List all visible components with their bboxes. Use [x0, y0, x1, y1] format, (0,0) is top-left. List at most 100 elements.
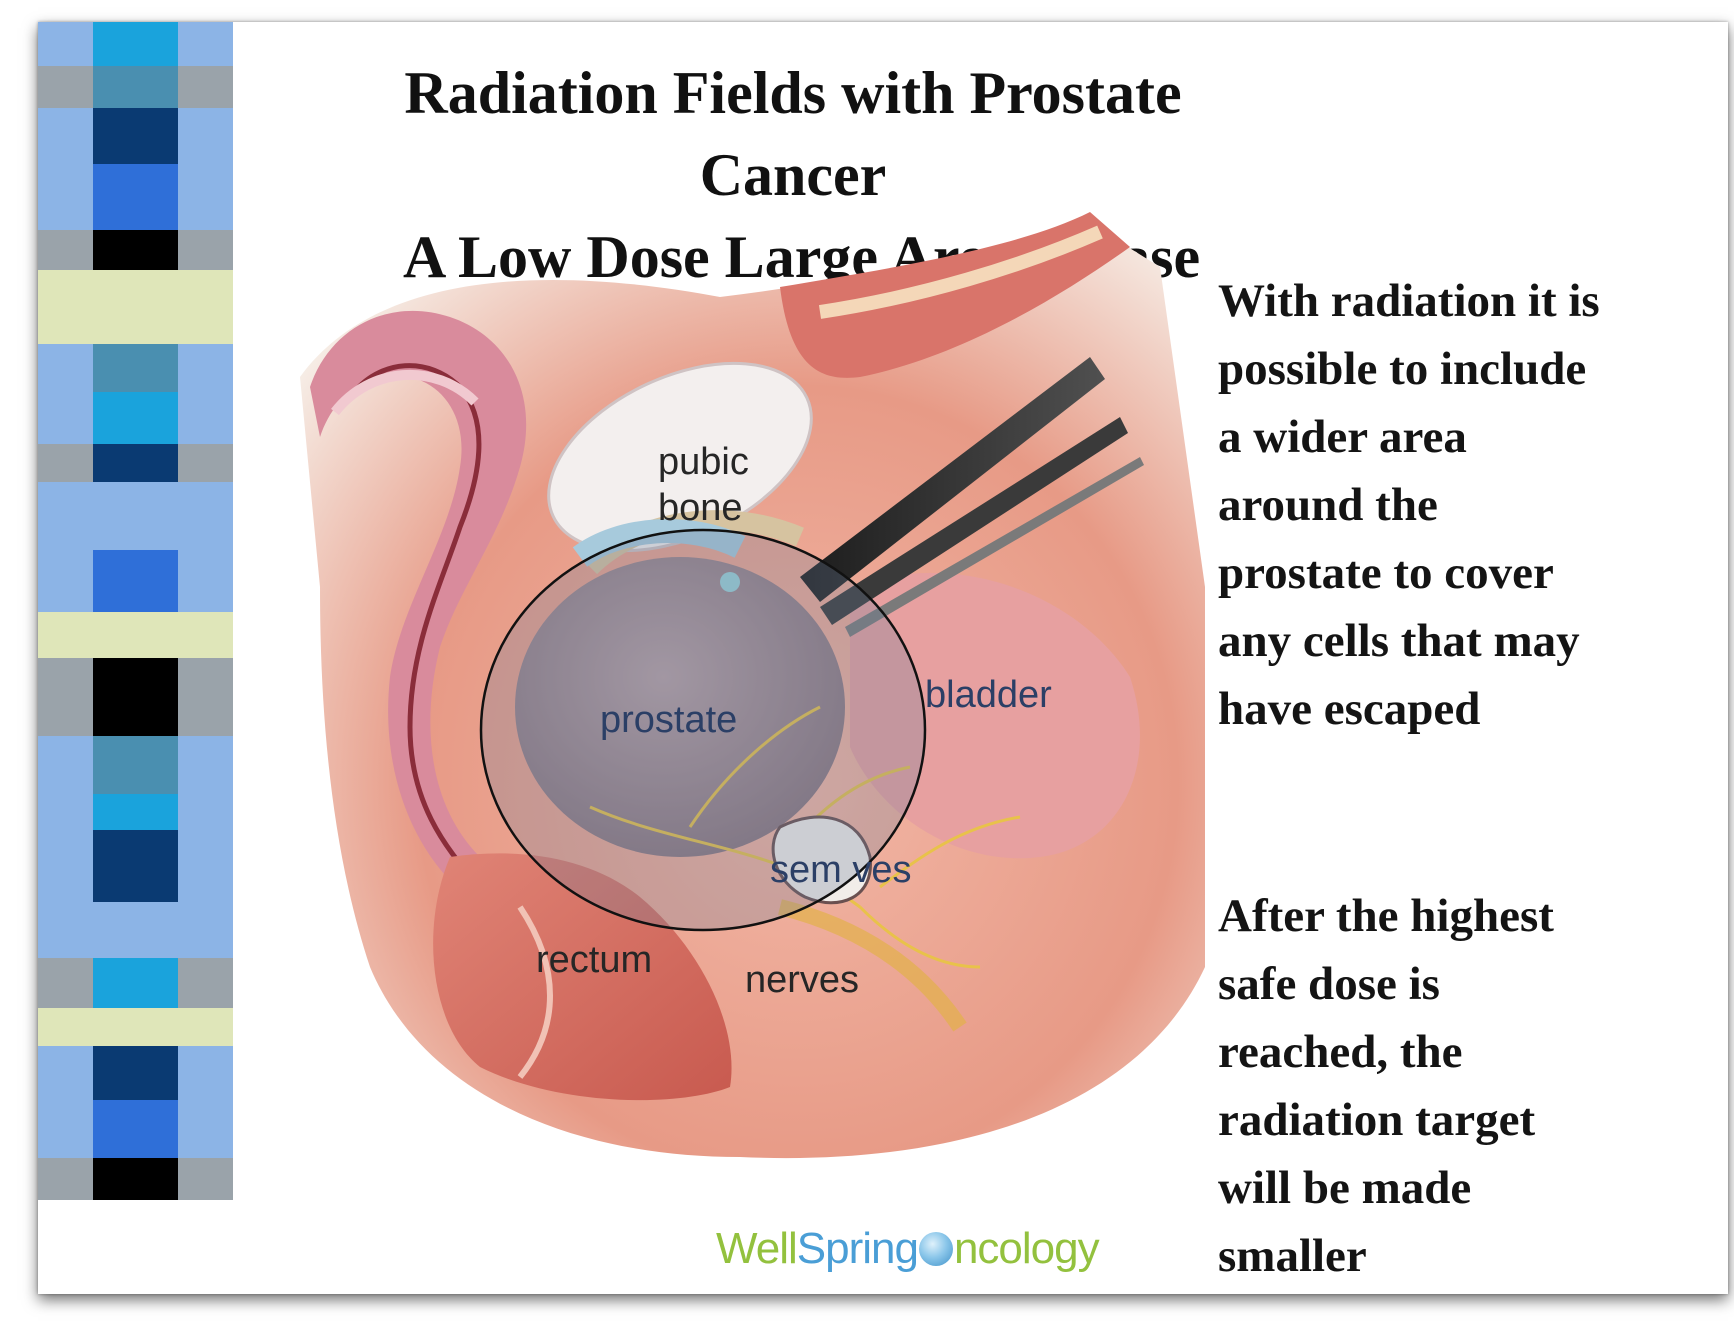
stripe-segment: [93, 794, 178, 830]
title-line-1: Radiation Fields with Prostate Cancer: [248, 52, 1258, 216]
stripe-segment: [178, 66, 233, 108]
stripe-segment: [93, 230, 178, 270]
stripe-segment: [38, 794, 93, 830]
stripe-segment: [93, 22, 178, 66]
stripe-segment: [178, 482, 233, 550]
stripe-band: [38, 66, 233, 108]
stripe-segment: [178, 902, 233, 958]
stripe-segment: [38, 958, 93, 1008]
logo-well: Well: [716, 1224, 797, 1273]
stripe-band: [38, 1158, 233, 1200]
stripe-segment: [178, 164, 233, 230]
side-text-line: safe dose is: [1218, 950, 1688, 1018]
stripe-segment: [178, 1100, 233, 1158]
side-text-line: possible to include: [1218, 335, 1688, 403]
stripe-segment: [93, 612, 178, 658]
stripe-segment: [178, 392, 233, 444]
stripe-segment: [93, 270, 178, 344]
stripe-band: [38, 22, 233, 66]
label-rectum: rectum: [536, 937, 652, 983]
stripe-band: [38, 164, 233, 230]
stripe-band: [38, 658, 233, 736]
stripe-segment: [38, 444, 93, 482]
side-text-line: After the highest: [1218, 882, 1688, 950]
stripe-segment: [93, 164, 178, 230]
side-text-line: With radiation it is: [1218, 267, 1688, 335]
stripe-segment: [178, 830, 233, 902]
stripe-band: [38, 958, 233, 1008]
stripe-band: [38, 794, 233, 830]
stripe-band: [38, 392, 233, 444]
stripe-segment: [38, 658, 93, 736]
decorative-stripe-bar: [38, 22, 233, 1294]
stripe-band: [38, 1008, 233, 1046]
side-text-line: any cells that may: [1218, 607, 1688, 675]
stripe-band: [38, 550, 233, 612]
stripe-segment: [38, 66, 93, 108]
stripe-segment: [178, 794, 233, 830]
side-text-line: have escaped: [1218, 675, 1688, 743]
stripe-segment: [38, 392, 93, 444]
stripe-band: [38, 736, 233, 794]
stripe-segment: [178, 344, 233, 392]
stripe-segment: [38, 164, 93, 230]
label-bladder: bladder: [925, 672, 1052, 718]
label-nerves: nerves: [745, 957, 859, 1003]
stripe-segment: [178, 658, 233, 736]
stripe-band: [38, 344, 233, 392]
stripe-segment: [178, 1008, 233, 1046]
stripe-segment: [93, 1008, 178, 1046]
label-pubic: pubic: [658, 439, 749, 485]
stripe-segment: [38, 482, 93, 550]
side-text-line: a wider area: [1218, 403, 1688, 471]
stripe-segment: [178, 612, 233, 658]
logo-ncology: ncology: [954, 1224, 1099, 1273]
stripe-segment: [93, 1158, 178, 1200]
stripe-band: [38, 444, 233, 482]
stripe-segment: [38, 550, 93, 612]
label-pubic-bone: pubic bone: [658, 439, 749, 531]
stripe-band: [38, 1046, 233, 1100]
stripe-band: [38, 230, 233, 270]
stripe-band: [38, 270, 233, 344]
stripe-segment: [38, 270, 93, 344]
label-bone: bone: [658, 485, 749, 531]
stripe-segment: [38, 22, 93, 66]
label-prostate: prostate: [600, 697, 737, 743]
logo-globe-icon: [919, 1232, 953, 1266]
stripe-segment: [178, 736, 233, 794]
stripe-segment: [38, 1008, 93, 1046]
stripe-segment: [38, 344, 93, 392]
stripe-segment: [178, 1046, 233, 1100]
stripe-segment: [93, 482, 178, 550]
stripe-band: [38, 1100, 233, 1158]
stripe-band: [38, 902, 233, 958]
stripe-band: [38, 612, 233, 658]
stripe-segment: [93, 658, 178, 736]
stripe-segment: [178, 958, 233, 1008]
stripe-segment: [178, 550, 233, 612]
side-text-line: smaller: [1218, 1222, 1688, 1290]
stripe-segment: [38, 736, 93, 794]
stripe-segment: [93, 1100, 178, 1158]
stripe-segment: [93, 444, 178, 482]
stripe-segment: [38, 1158, 93, 1200]
slide: Radiation Fields with Prostate Cancer A …: [38, 22, 1728, 1294]
stripe-segment: [38, 902, 93, 958]
side-text-line: will be made: [1218, 1154, 1688, 1222]
stripe-segment: [93, 344, 178, 392]
stripe-segment: [93, 830, 178, 902]
stripe-segment: [38, 830, 93, 902]
side-text-line: around the: [1218, 471, 1688, 539]
stripe-segment: [38, 108, 93, 164]
stripe-segment: [93, 108, 178, 164]
stripe-segment: [38, 612, 93, 658]
side-text-line: radiation target: [1218, 1086, 1688, 1154]
side-text-line: prostate to cover: [1218, 539, 1688, 607]
stripe-segment: [38, 230, 93, 270]
side-text-line: reached, the: [1218, 1018, 1688, 1086]
stripe-segment: [38, 1046, 93, 1100]
